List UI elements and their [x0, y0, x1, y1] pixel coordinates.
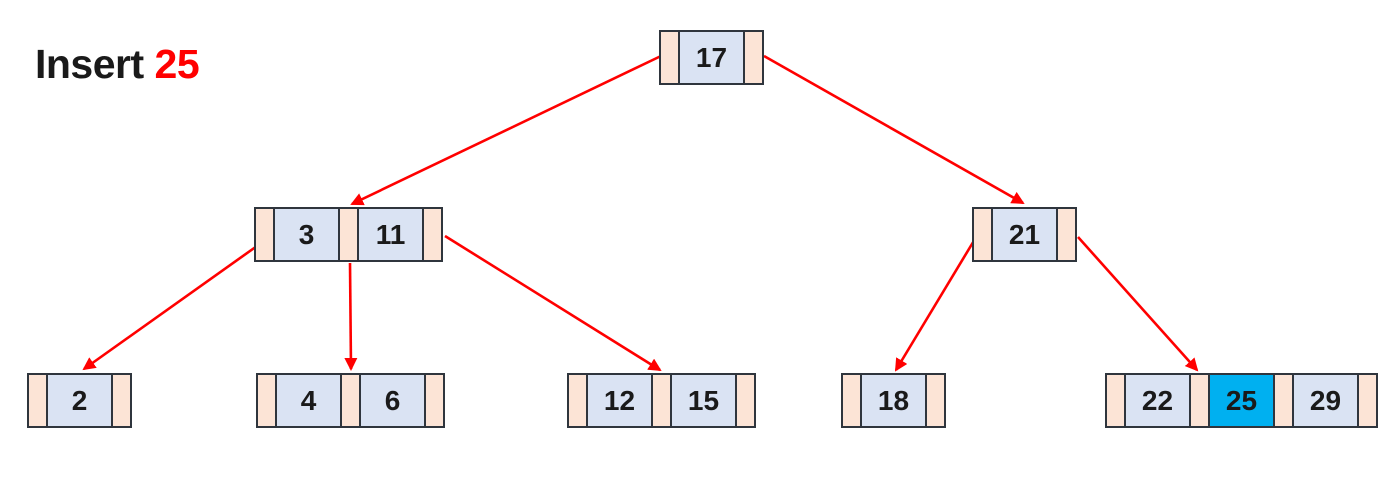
pointer-slot	[1107, 375, 1124, 426]
pointer-slot	[338, 209, 357, 260]
key-cell-6: 6	[359, 375, 424, 426]
pointer-slot	[340, 375, 359, 426]
key-cell-2: 2	[46, 375, 111, 426]
pointer-slot	[1056, 209, 1075, 260]
pointer-slot	[258, 375, 275, 426]
pointer-slot	[651, 375, 670, 426]
key-cell-21: 21	[991, 209, 1056, 260]
pointer-slot	[1273, 375, 1292, 426]
tree-edge-root-to-internal-right	[763, 54, 1025, 205]
pointer-slot	[569, 375, 586, 426]
operation-title: Insert 25	[35, 41, 200, 88]
pointer-slot	[256, 209, 273, 260]
tree-edge-internal-right-to-leaf-5	[1077, 236, 1199, 372]
btree-node-root: 17	[659, 30, 764, 85]
pointer-slot	[843, 375, 860, 426]
key-cell-22: 22	[1124, 375, 1189, 426]
btree-node-internal-left: 3 11	[254, 207, 443, 262]
pointer-slot	[974, 209, 991, 260]
pointer-slot	[743, 32, 762, 83]
tree-edge-root-to-internal-left	[350, 54, 662, 206]
key-cell-4: 4	[275, 375, 340, 426]
key-cell-3: 3	[273, 209, 338, 260]
pointer-slot	[661, 32, 678, 83]
tree-edge-internal-left-to-leaf-3	[444, 234, 662, 372]
btree-node-leaf-4: 18	[841, 373, 946, 428]
pointer-slot	[422, 209, 441, 260]
pointer-slot	[111, 375, 130, 426]
key-cell-12: 12	[586, 375, 651, 426]
pointer-slot	[735, 375, 754, 426]
key-cell-29: 29	[1292, 375, 1357, 426]
pointer-slot	[1357, 375, 1376, 426]
pointer-slot	[424, 375, 443, 426]
btree-node-leaf-5: 22 25 29	[1105, 373, 1378, 428]
btree-node-internal-right: 21	[972, 207, 1077, 262]
key-cell-11: 11	[357, 209, 422, 260]
tree-edge-internal-right-to-leaf-4	[894, 238, 977, 372]
operation-title-action: Insert	[35, 41, 155, 87]
tree-edge-internal-left-to-leaf-2	[344, 262, 358, 371]
key-cell-15: 15	[670, 375, 735, 426]
pointer-slot	[925, 375, 944, 426]
btree-node-leaf-3: 12 15	[567, 373, 756, 428]
operation-title-value: 25	[154, 41, 200, 87]
tree-edge-internal-left-to-leaf-1	[82, 244, 258, 371]
pointer-slot	[1189, 375, 1208, 426]
key-cell-18: 18	[860, 375, 925, 426]
key-cell-25: 25	[1208, 375, 1273, 426]
pointer-slot	[29, 375, 46, 426]
btree-node-leaf-1: 2	[27, 373, 132, 428]
key-cell-17: 17	[678, 32, 743, 83]
